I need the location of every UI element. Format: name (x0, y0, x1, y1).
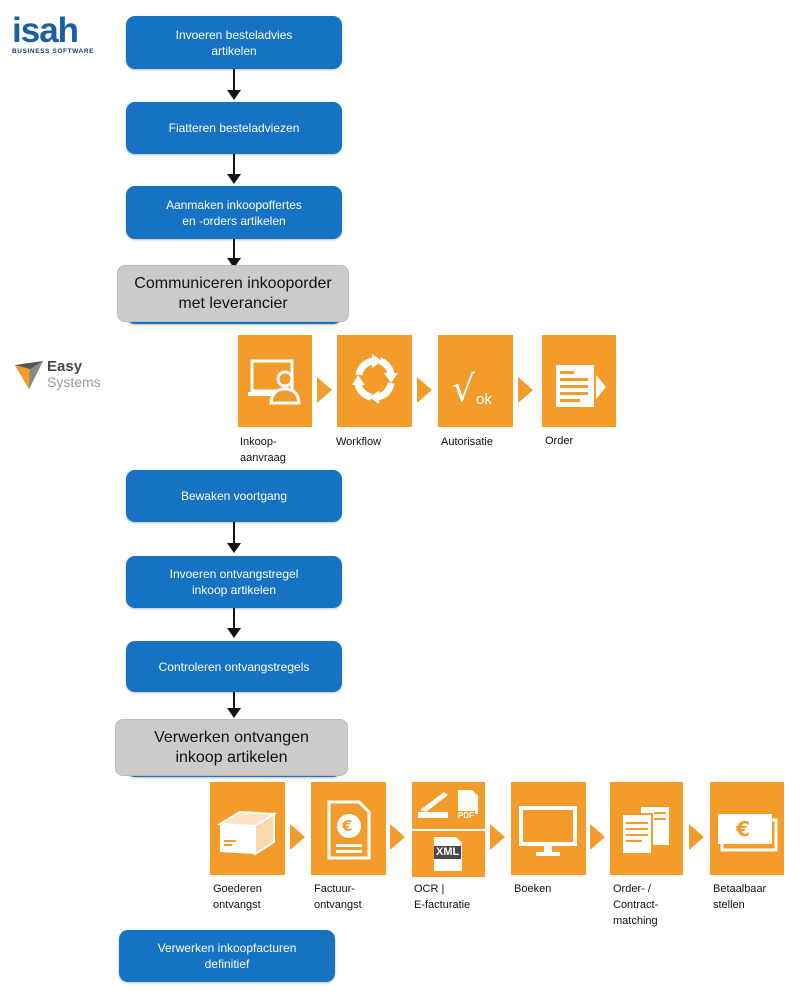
flow-arrow-line (233, 239, 235, 259)
flow2-label-ocr: OCR | E-facturatie (414, 883, 471, 911)
overlay-label: Communiceren inkooporder met leverancier (134, 274, 332, 312)
flow2-tile-boeken (511, 782, 586, 875)
flow-arrow-head (227, 90, 241, 100)
overlay-verwerken-ontvangen: Verwerken ontvangen inkoop artikelen (115, 719, 348, 776)
easy-logo-line1: Easy (47, 358, 83, 375)
process-step-label: Verwerken inkoopfacturen definitief (157, 941, 297, 971)
flow2-chevron (290, 824, 305, 850)
flow1-chevron (518, 377, 533, 403)
pdf-label: PDF (457, 811, 475, 821)
flow1-tile-order (542, 335, 616, 427)
flow1-label-inkoopaanvraag: Inkoop- aanvraag (240, 436, 286, 464)
flow-arrow-head (227, 543, 241, 553)
process-step-aanmaken-orders: Aanmaken inkoopoffertes en -orders artik… (126, 186, 342, 239)
euro-symbol: € (736, 817, 750, 841)
flow2-tile-betaalbaar: € (710, 782, 784, 875)
flow2-label-boeken: Boeken (514, 883, 552, 895)
process-step-label: Invoeren besteladvies artikelen (175, 27, 293, 58)
isah-logo-name: isah (12, 11, 79, 50)
flow1-tile-autorisatie: √ ok (438, 335, 513, 427)
person-computer-icon (248, 359, 301, 405)
flow2-tile-ocr-bottom: XML (412, 831, 485, 877)
process-step-label: Aanmaken inkoopoffertes en -orders artik… (166, 197, 302, 228)
flow1-chevron (417, 377, 432, 403)
process-step-controleren: Controleren ontvangstregels (126, 641, 342, 692)
xml-label: XML (434, 846, 462, 859)
box-icon (216, 810, 278, 856)
ok-label: ok (476, 391, 492, 408)
isah-logo-tagline: BUSINESS SOFTWARE (12, 48, 95, 55)
flow-arrow-line (233, 522, 235, 544)
flow2-label-matching: Order- / Contract- matching (613, 883, 659, 927)
flow2-label-goederen: Goederen ontvangst (213, 883, 262, 911)
process-step-bewaken-voortgang: Bewaken voortgang (126, 470, 342, 522)
flow-arrow-head (227, 258, 241, 268)
flow2-chevron (390, 824, 405, 850)
invoice-icon (327, 800, 371, 860)
process-step-invoeren-ontvangstregel: Invoeren ontvangstregel inkoop artikelen (126, 556, 342, 608)
overlay-communiceren-inkooporder: Communiceren inkooporder met leverancier (117, 265, 349, 322)
checkmark-ok-icon: √ (452, 369, 475, 410)
process-step-label: Bewaken voortgang (180, 489, 288, 503)
flow-arrow-line (233, 608, 235, 629)
flow-arrow-head (227, 708, 241, 718)
flow2-tile-factuur: € (311, 782, 386, 875)
process-step-label: Invoeren ontvangstregel inkoop artikelen (169, 567, 299, 597)
flow1-tile-workflow (337, 335, 412, 427)
banknote-icon (718, 814, 778, 852)
flow-arrow-line (233, 154, 235, 175)
flow-arrow-line (233, 69, 235, 91)
document-arrow-icon (556, 365, 606, 407)
flow1-label-order: Order (545, 435, 574, 447)
flow2-label-betaalbaar: Betaalbaar stellen (713, 883, 767, 911)
easy-systems-logo-icon (15, 361, 43, 389)
flow-arrow-line (233, 692, 235, 708)
scanner-icon (418, 790, 478, 818)
process-step-fiatteren: Fiatteren besteladviezen (126, 102, 342, 154)
process-step-invoeren-besteladvies: Invoeren besteladvies artikelen (126, 16, 342, 69)
flow2-chevron (590, 824, 605, 850)
flow2-tile-matching (610, 782, 683, 875)
flow-arrow-head (227, 174, 241, 184)
flow-arrow-head (227, 628, 241, 638)
isah-logo: isah BUSINESS SOFTWARE (12, 11, 107, 56)
overlay-label: Verwerken ontvangen inkoop artikelen (154, 728, 309, 766)
flow2-chevron (689, 824, 704, 850)
flow1-chevron (317, 377, 332, 403)
flow1-label-workflow: Workflow (336, 436, 382, 448)
flow2-tile-goederen (210, 782, 285, 875)
easy-logo-line2: Systems (47, 374, 101, 390)
flow2-chevron (490, 824, 505, 850)
flow2-tile-ocr-top: PDF (412, 782, 485, 829)
flow1-label-autorisatie: Autorisatie (441, 436, 493, 448)
monitor-icon (519, 806, 577, 856)
process-step-label: Fiatteren besteladviezen (168, 121, 300, 135)
flow1-tile-inkoopaanvraag (238, 335, 312, 427)
process-step-label: Controleren ontvangstregels (158, 659, 310, 674)
process-step-verwerken-inkoopfacturen: Verwerken inkoopfacturen definitief (119, 930, 335, 982)
flow2-label-factuur: Factuur- ontvangst (314, 883, 362, 911)
cycle-arrows-icon (352, 354, 398, 404)
documents-icon (621, 805, 671, 855)
easy-systems-logo: Easy Systems (13, 355, 113, 395)
euro-symbol: € (342, 817, 353, 835)
